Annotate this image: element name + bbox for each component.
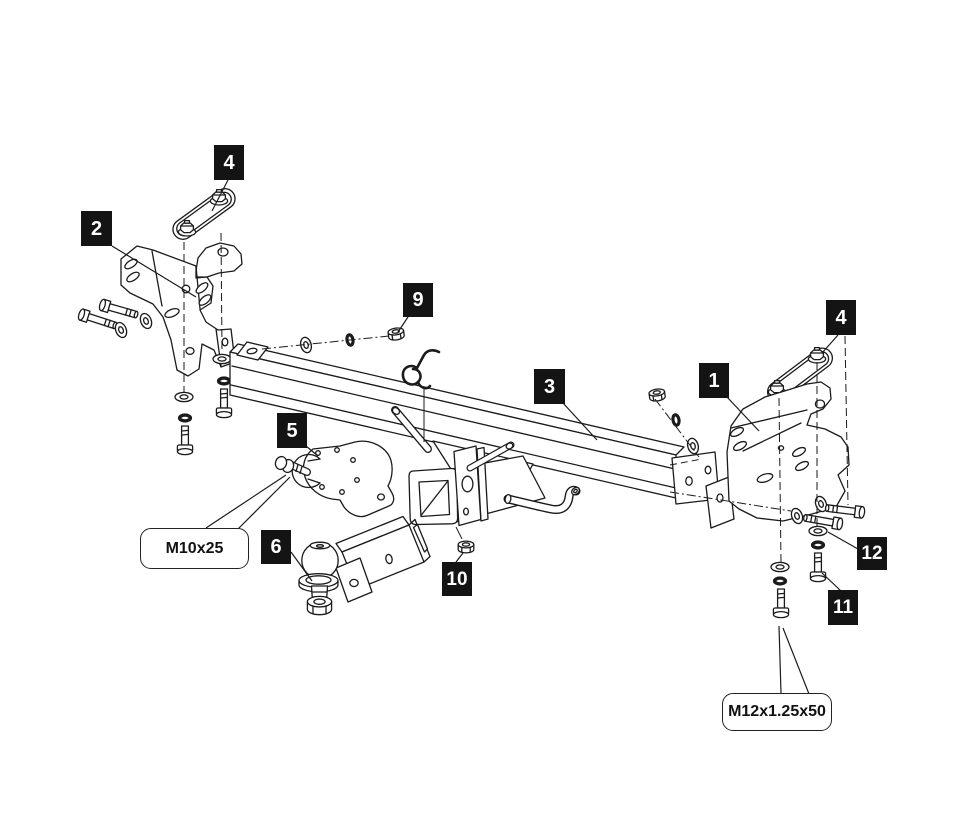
part-label-9: 9	[403, 283, 433, 317]
part-label-1: 1	[699, 363, 729, 398]
part-label-11: 11	[828, 590, 858, 625]
hitch-pin-lever	[391, 406, 428, 449]
flange-plate	[292, 441, 394, 516]
bent-retainer-pin	[504, 486, 580, 510]
leader-lines	[112, 180, 858, 694]
bracket-right	[706, 382, 849, 528]
callout-m10x25: M10x25	[140, 528, 249, 569]
construction-lines	[184, 233, 848, 562]
part-label-12: 12	[857, 537, 887, 570]
part-label-4-right: 4	[826, 300, 856, 335]
part-label-6: 6	[261, 530, 291, 564]
tow-ball	[299, 542, 338, 616]
callout-m12x1-25x50: M12x1.25x50	[722, 693, 832, 731]
part-label-4-top-left: 4	[214, 145, 244, 180]
ball-mount	[336, 517, 430, 603]
r-clip	[403, 350, 439, 388]
bracket-left	[121, 243, 242, 376]
receiver-tube	[409, 441, 545, 526]
part-label-10: 10	[442, 562, 472, 596]
part-label-3: 3	[534, 369, 565, 404]
part-label-5: 5	[277, 413, 307, 448]
m10-bolt	[274, 455, 307, 474]
hitch-pin	[470, 442, 514, 468]
part-label-2: 2	[81, 211, 112, 246]
cross-beam	[230, 342, 719, 504]
